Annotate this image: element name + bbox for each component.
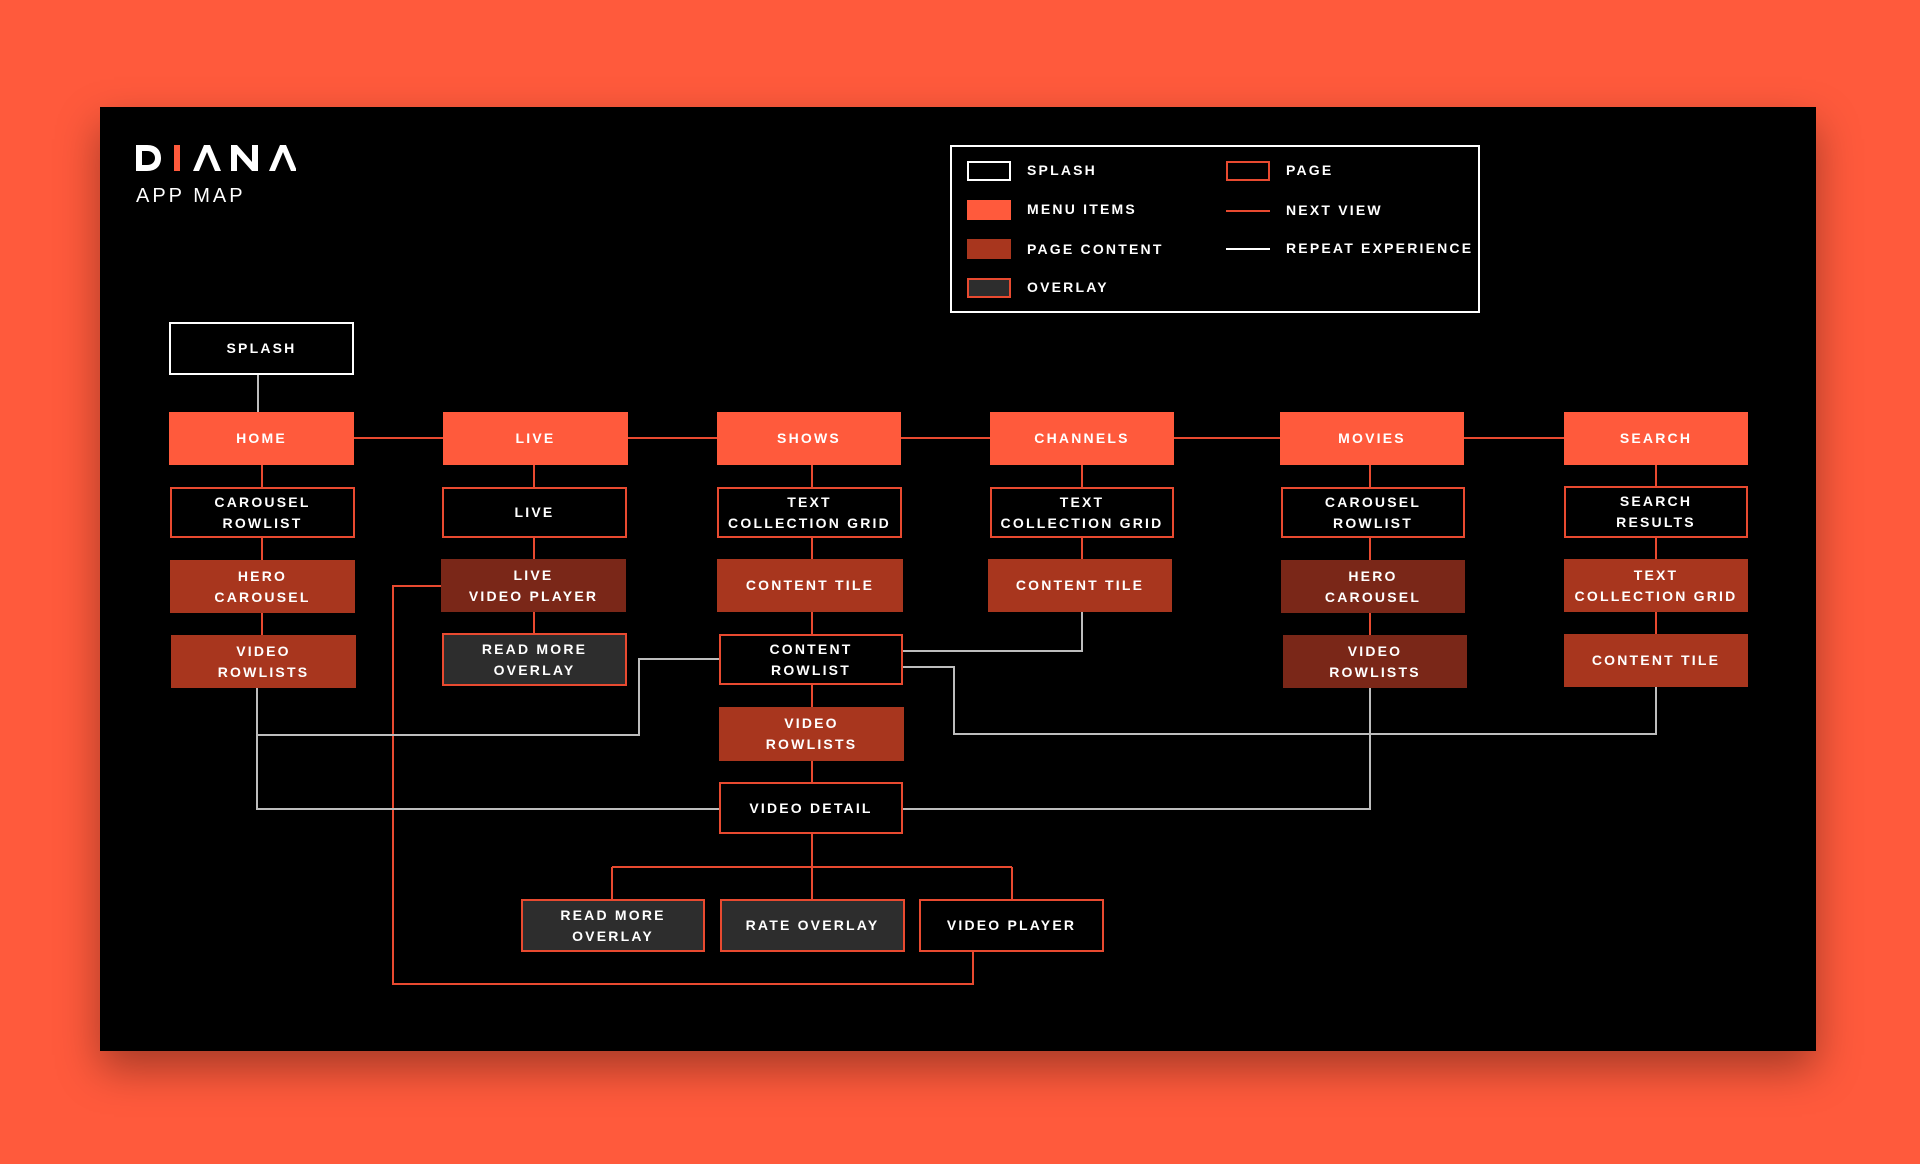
legend-swatch-overlay: [967, 278, 1011, 298]
legend-swatch-page-content: [967, 239, 1011, 259]
node-live-video-player[interactable]: LIVE VIDEO PLAYER: [441, 559, 626, 612]
legend-label-splash: SPLASH: [1027, 162, 1097, 178]
node-movies-video-rowlists[interactable]: VIDEO ROWLISTS: [1283, 635, 1467, 688]
node-splash[interactable]: SPLASH: [169, 322, 354, 375]
node-movies-hero-carousel[interactable]: HERO CAROUSEL: [1281, 560, 1465, 613]
legend-label-repeat-experience: REPEAT EXPERIENCE: [1286, 240, 1474, 256]
next-view-connectors: [261, 437, 1657, 985]
node-shows-text-collection-grid[interactable]: TEXT COLLECTION GRID: [717, 487, 902, 538]
node-video-player[interactable]: VIDEO PLAYER: [919, 899, 1104, 952]
node-movies-carousel-rowlist[interactable]: CAROUSEL ROWLIST: [1281, 487, 1465, 538]
page-subtitle: APP MAP: [136, 185, 246, 207]
node-live[interactable]: LIVE: [443, 412, 628, 465]
legend-swatch-page: [1226, 161, 1270, 181]
node-live-page[interactable]: LIVE: [442, 487, 627, 538]
node-search-content-tile[interactable]: CONTENT TILE: [1564, 634, 1748, 687]
node-movies[interactable]: MOVIES: [1280, 412, 1464, 465]
node-home[interactable]: HOME: [169, 412, 354, 465]
node-shows-content-tile[interactable]: CONTENT TILE: [717, 559, 903, 612]
node-content-rowlist[interactable]: CONTENT ROWLIST: [719, 634, 903, 685]
diana-logo: [136, 145, 296, 171]
app-map-board: APP MAP SPLASH MENU ITEMS PAGE CONTENT O…: [100, 107, 1816, 1051]
node-detail-read-more-overlay[interactable]: READ MORE OVERLAY: [521, 899, 705, 952]
legend-label-menu-items: MENU ITEMS: [1027, 201, 1137, 217]
node-home-hero-carousel[interactable]: HERO CAROUSEL: [170, 560, 355, 613]
node-channels[interactable]: CHANNELS: [990, 412, 1174, 465]
legend-line-repeat-experience: [1226, 248, 1270, 250]
node-search[interactable]: SEARCH: [1564, 412, 1748, 465]
node-home-video-rowlists[interactable]: VIDEO ROWLISTS: [171, 635, 356, 688]
legend-line-next-view: [1226, 210, 1270, 212]
node-channels-text-collection-grid[interactable]: TEXT COLLECTION GRID: [990, 487, 1174, 538]
legend-swatch-splash: [967, 161, 1011, 181]
legend-label-page: PAGE: [1286, 162, 1334, 178]
node-search-text-collection-grid[interactable]: TEXT COLLECTION GRID: [1564, 559, 1748, 612]
node-live-read-more-overlay[interactable]: READ MORE OVERLAY: [442, 633, 627, 686]
node-rate-overlay[interactable]: RATE OVERLAY: [720, 899, 905, 952]
connector-lines: [256, 375, 1657, 985]
legend-swatch-menu-items: [967, 200, 1011, 220]
node-search-results[interactable]: SEARCH RESULTS: [1564, 486, 1748, 538]
legend: SPLASH MENU ITEMS PAGE CONTENT OVERLAY P…: [950, 145, 1480, 313]
node-shows-video-rowlists[interactable]: VIDEO ROWLISTS: [719, 707, 904, 761]
node-shows[interactable]: SHOWS: [717, 412, 901, 465]
node-home-carousel-rowlist[interactable]: CAROUSEL ROWLIST: [170, 487, 355, 538]
legend-label-page-content: PAGE CONTENT: [1027, 241, 1164, 257]
legend-label-next-view: NEXT VIEW: [1286, 202, 1383, 218]
repeat-experience-connectors: [256, 375, 1657, 810]
node-video-detail[interactable]: VIDEO DETAIL: [719, 782, 903, 834]
node-channels-content-tile[interactable]: CONTENT TILE: [988, 559, 1172, 612]
legend-label-overlay: OVERLAY: [1027, 279, 1109, 295]
